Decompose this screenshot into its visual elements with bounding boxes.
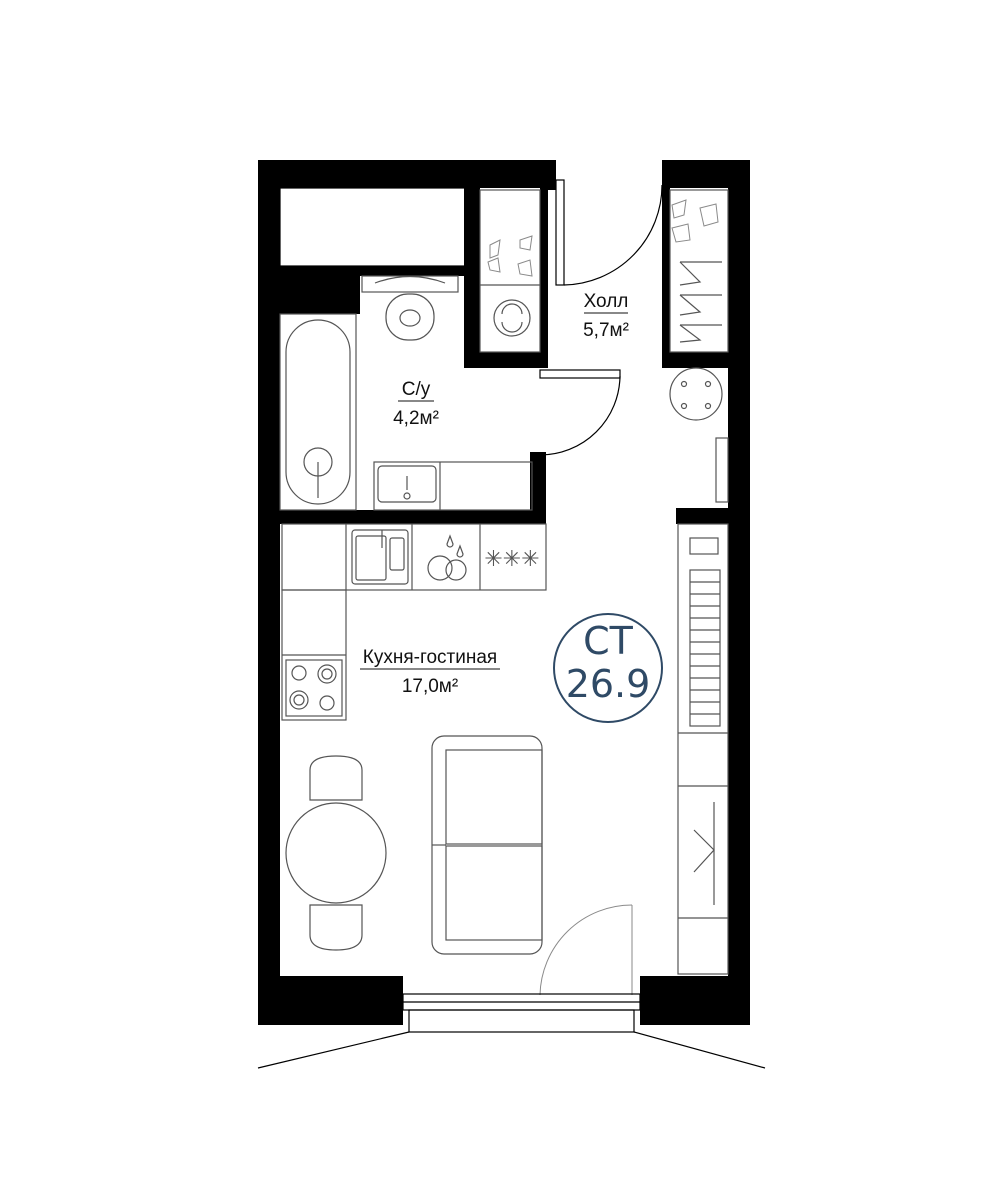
kitchen-counter [281, 523, 547, 721]
fridge-icon: ✳✳✳ [484, 547, 539, 572]
apartment-badge: СТ 26.9 [553, 613, 663, 723]
room-name-bathroom: С/у [402, 379, 431, 400]
room-name-kitchen-living: Кухня-гостиная [363, 647, 497, 668]
dining-table-icon [285, 755, 387, 951]
wardrobe-icon [677, 523, 729, 975]
window [257, 993, 766, 1069]
door-swing-icon [539, 179, 663, 996]
interior-walls [258, 160, 750, 524]
outer-walls [258, 160, 750, 1025]
sofa-icon [431, 735, 543, 955]
room-area-bathroom: 4,2м² [393, 408, 439, 429]
room-label-kitchen-living: Кухня-гостиная 17,0м² [360, 647, 500, 697]
kitchen-sink-icon [351, 529, 409, 585]
hob-icon [285, 659, 343, 717]
badge-area: 26.9 [566, 662, 651, 706]
badge-type: СТ [583, 619, 634, 663]
room-name-hall: Холл [584, 291, 629, 312]
room-label-hall: Холл 5,7м² [583, 291, 629, 341]
washing-machine-icon [479, 189, 541, 353]
room-area-kitchen-living: 17,0м² [402, 676, 458, 697]
toilet-icon [361, 275, 459, 341]
room-area-hall: 5,7м² [583, 320, 629, 341]
sink-icon [373, 461, 533, 511]
dishwasher-icon [427, 534, 467, 581]
bathtub-icon [279, 313, 357, 511]
svg-text:✳✳✳: ✳✳✳ [484, 547, 539, 572]
hall-wardrobe [669, 189, 729, 503]
room-label-bathroom: С/у 4,2м² [393, 379, 439, 429]
built-in-storage [279, 187, 471, 313]
